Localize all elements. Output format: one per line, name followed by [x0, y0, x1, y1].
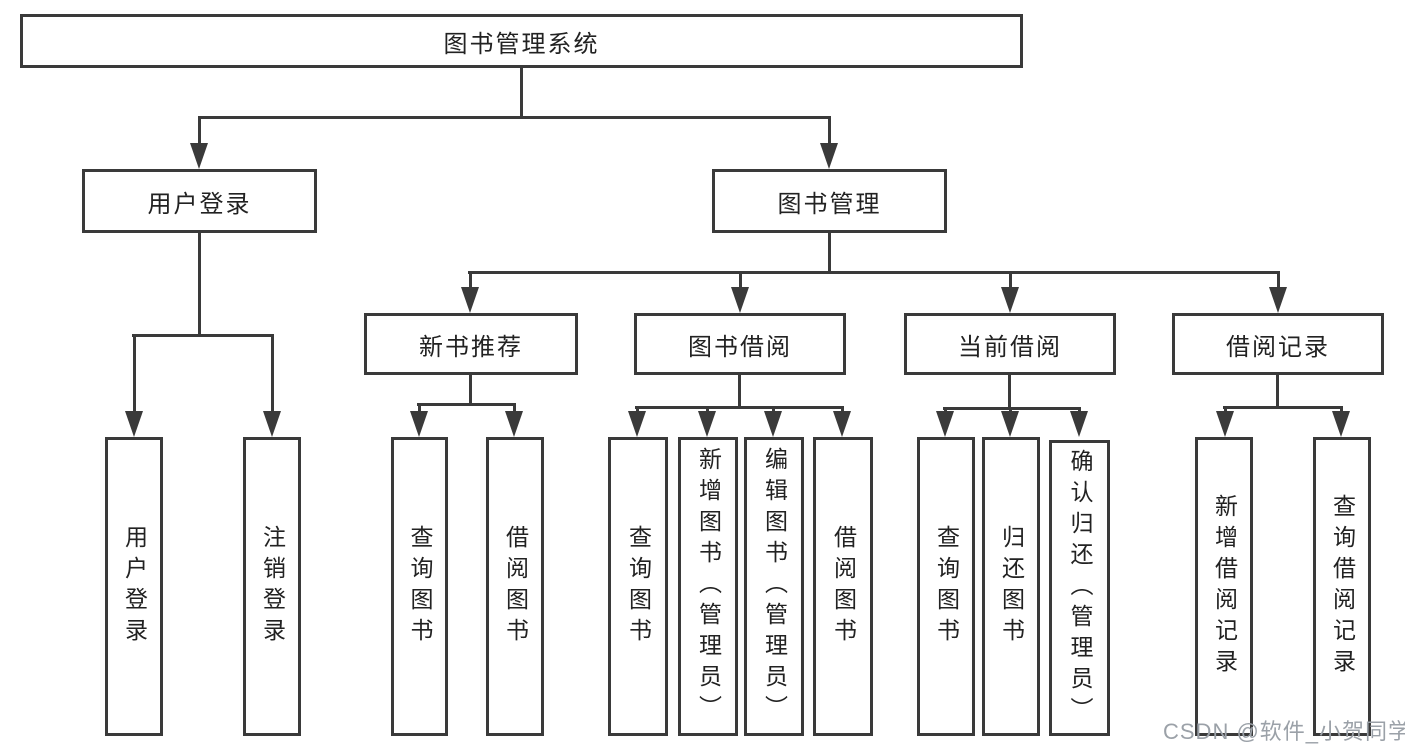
csdn-watermark: CSDN @软件_小贺同学: [1163, 719, 1405, 744]
node-user-login-leaf-label: 用户登录: [121, 524, 148, 649]
arrowhead-to-book-borrowing: [731, 271, 749, 313]
connector-root-stem: [520, 68, 523, 118]
arrowhead-to-user-login: [190, 116, 208, 169]
node-query-books-current-label: 查询图书: [933, 524, 960, 649]
connector-book-management-stem: [828, 233, 831, 273]
node-book-borrowing-label: 图书借阅: [688, 333, 792, 361]
connector-borrowing-records-bus: [1223, 406, 1343, 409]
connector-current-borrowing-bus: [943, 407, 1081, 410]
node-logout-leaf: 注销登录: [243, 437, 301, 736]
arrowhead-current-borrowing-leaf-1: [936, 407, 954, 437]
node-new-book-recommend: 新书推荐: [364, 313, 578, 375]
node-borrow-books-label: 借阅图书: [830, 524, 857, 649]
node-new-book-recommend-label: 新书推荐: [419, 333, 523, 361]
arrowhead-book-borrowing-leaf-3: [764, 406, 782, 437]
connector-user-login-bus: [132, 334, 274, 337]
arrowhead-borrowing-records-leaf-1: [1216, 406, 1234, 437]
node-user-login-label: 用户登录: [147, 190, 252, 218]
node-current-borrowing-label: 当前借阅: [958, 333, 1062, 361]
node-borrowing-records: 借阅记录: [1172, 313, 1384, 375]
connector-root-bus: [198, 116, 831, 119]
connector-user-login-stem: [198, 233, 201, 337]
node-query-books-borrowing: 查询图书: [608, 437, 668, 736]
arrowhead-to-borrowing-records: [1269, 271, 1287, 313]
node-user-login-leaf: 用户登录: [105, 437, 163, 736]
arrowhead-new-book-leaf-1: [410, 403, 428, 437]
node-edit-books-admin-label: 编辑图书（管理员）: [761, 447, 788, 726]
node-add-books-admin: 新增图书（管理员）: [678, 437, 738, 736]
connector-new-book-stem: [469, 375, 472, 406]
arrowhead-current-borrowing-leaf-3: [1070, 407, 1088, 437]
arrowhead-current-borrowing-leaf-2: [1001, 407, 1019, 437]
node-user-login: 用户登录: [82, 169, 317, 233]
node-query-borrow-record: 查询借阅记录: [1313, 437, 1371, 736]
node-query-books-current: 查询图书: [917, 437, 975, 736]
arrowhead-new-book-leaf-2: [505, 403, 523, 437]
connector-book-borrowing-bus: [635, 406, 843, 409]
node-add-borrow-record-label: 新增借阅记录: [1211, 493, 1238, 680]
node-book-borrowing: 图书借阅: [634, 313, 846, 375]
node-book-management: 图书管理: [712, 169, 947, 233]
connector-current-borrowing-stem: [1008, 375, 1011, 409]
node-borrow-books: 借阅图书: [813, 437, 873, 736]
node-confirm-return-admin-label: 确认归还（管理员）: [1067, 448, 1093, 728]
node-borrow-books-recommend-label: 借阅图书: [502, 524, 529, 649]
node-root: 图书管理系统: [20, 14, 1023, 68]
node-return-books-label: 归还图书: [998, 524, 1025, 649]
node-query-books-recommend: 查询图书: [391, 437, 448, 736]
connector-book-borrowing-stem: [738, 375, 741, 408]
node-query-books-borrowing-label: 查询图书: [625, 524, 652, 649]
node-add-borrow-record: 新增借阅记录: [1195, 437, 1253, 736]
node-logout-leaf-label: 注销登录: [259, 524, 286, 649]
node-query-borrow-record-label: 查询借阅记录: [1329, 493, 1356, 680]
arrowhead-to-login-leaf: [125, 334, 143, 437]
connector-new-book-bus: [417, 403, 516, 406]
node-borrow-books-recommend: 借阅图书: [486, 437, 544, 736]
node-current-borrowing: 当前借阅: [904, 313, 1116, 375]
arrowhead-to-current-borrowing: [1001, 271, 1019, 313]
connector-book-management-bus: [468, 271, 1280, 274]
arrowhead-to-logout-leaf: [263, 334, 281, 437]
arrowhead-book-borrowing-leaf-2: [698, 406, 716, 437]
arrowhead-book-borrowing-leaf-1: [628, 406, 646, 437]
arrowhead-borrowing-records-leaf-2: [1332, 406, 1350, 437]
connector-borrowing-records-stem: [1276, 375, 1279, 408]
node-book-management-label: 图书管理: [777, 190, 882, 218]
arrowhead-to-new-book-recommend: [461, 271, 479, 313]
node-edit-books-admin: 编辑图书（管理员）: [744, 437, 804, 736]
node-add-books-admin-label: 新增图书（管理员）: [695, 447, 722, 726]
node-borrowing-records-label: 借阅记录: [1226, 333, 1330, 361]
node-query-books-recommend-label: 查询图书: [407, 524, 433, 649]
node-confirm-return-admin: 确认归还（管理员）: [1049, 440, 1110, 736]
node-return-books: 归还图书: [982, 437, 1040, 736]
node-root-label: 图书管理系统: [443, 30, 600, 58]
arrowhead-to-book-management: [820, 116, 838, 169]
arrowhead-book-borrowing-leaf-4: [833, 406, 851, 437]
